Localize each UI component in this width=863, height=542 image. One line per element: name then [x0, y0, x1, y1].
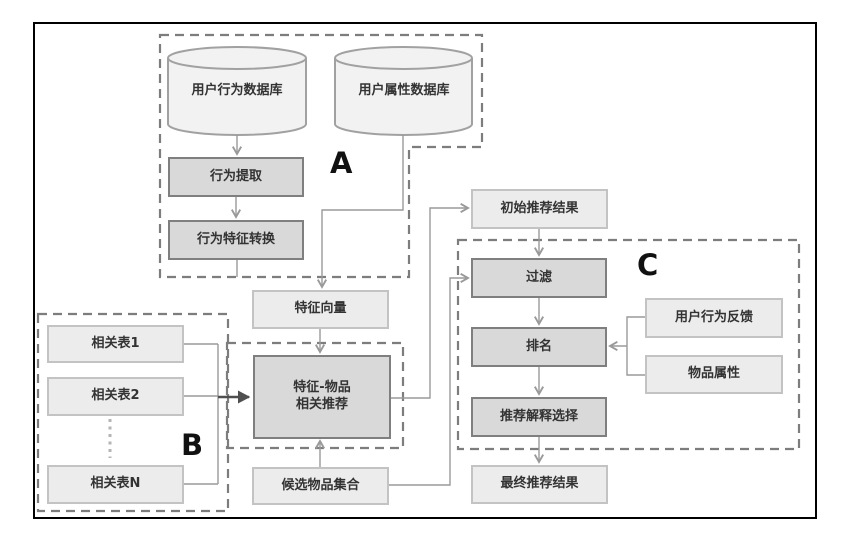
node-feature-vector: 特征向量 — [252, 290, 389, 329]
arrow-candidates-to-filter — [388, 272, 470, 486]
node-final-results: 最终推荐结果 — [471, 465, 608, 504]
arrow-db2-to-feature-vector — [316, 135, 404, 289]
database-cylinder-user-behavior — [167, 46, 307, 136]
node-related-table-1: 相关表1 — [47, 325, 184, 363]
node-candidate-items: 候选物品集合 — [252, 467, 389, 505]
section-label-c: C — [637, 248, 659, 282]
node-behavior-extraction: 行为提取 — [168, 157, 304, 197]
arrow-core-to-initial-results — [390, 202, 470, 399]
dashed-region-c — [456, 238, 801, 451]
node-related-table-2: 相关表2 — [47, 377, 184, 416]
dashed-region-a — [158, 33, 484, 279]
node-related-table-n: 相关表N — [47, 465, 184, 504]
section-label-a: A — [330, 146, 353, 180]
node-db-user-behavior-label: 用户行为数据库 — [191, 82, 283, 98]
database-cylinder-user-attribute — [334, 46, 473, 136]
section-label-b: B — [181, 428, 204, 462]
line-feedback-join — [626, 316, 645, 376]
node-filter: 过滤 — [471, 258, 607, 298]
node-behavior-feature-conversion: 行为特征转换 — [168, 220, 304, 260]
node-user-behavior-feedback: 用户行为反馈 — [645, 298, 783, 338]
node-recommendation-explanation: 推荐解释选择 — [471, 397, 607, 437]
node-ranking: 排名 — [471, 327, 607, 367]
node-db-user-attribute-label: 用户属性数据库 — [358, 82, 450, 98]
diagram-border — [33, 22, 817, 519]
dashed-region-b — [36, 312, 230, 513]
node-feature-item-recommendation: 特征-物品 相关推荐 — [253, 355, 391, 439]
node-initial-results: 初始推荐结果 — [471, 189, 608, 229]
node-item-attributes: 物品属性 — [645, 355, 783, 394]
